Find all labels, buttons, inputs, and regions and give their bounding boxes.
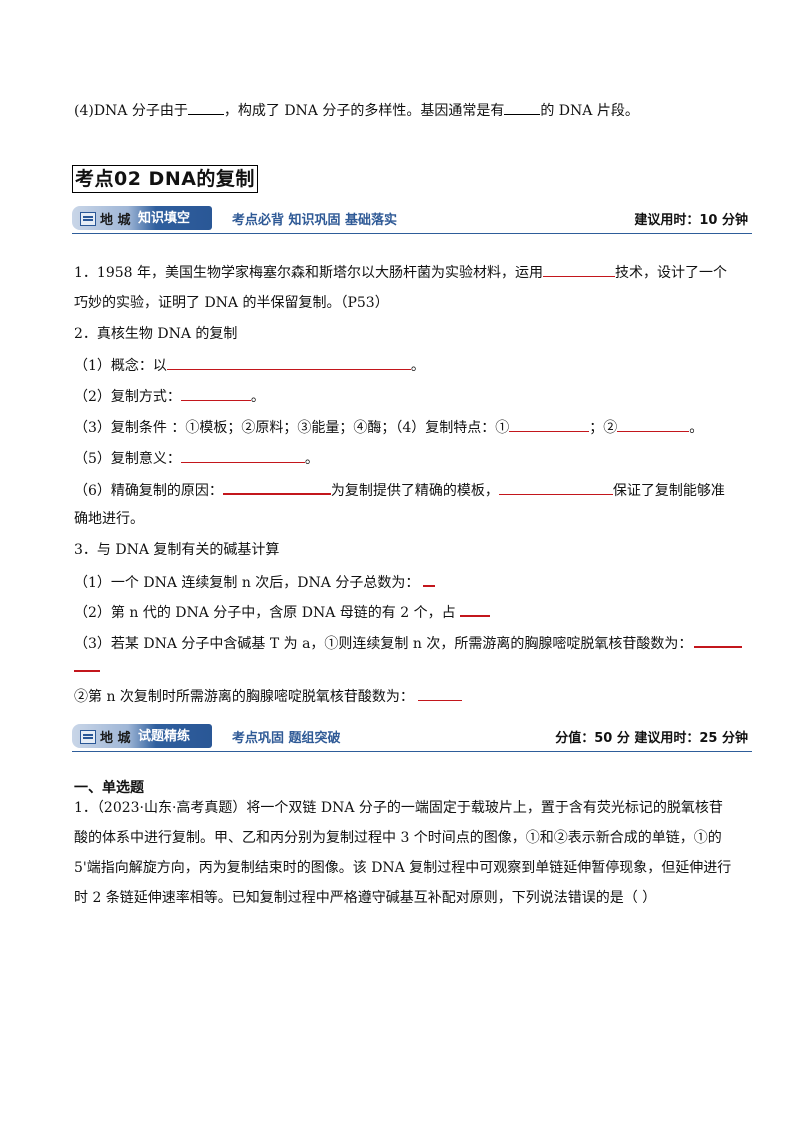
text: （6）精确复制的原因： bbox=[74, 483, 223, 499]
text: （1）一个 DNA 连续复制 n 次后，DNA 分子总数为： bbox=[74, 575, 420, 591]
book-icon bbox=[80, 730, 96, 744]
text: （2）复制方式： bbox=[74, 389, 181, 405]
answer-blank[interactable] bbox=[459, 601, 490, 617]
answer-blank[interactable] bbox=[180, 448, 305, 463]
section-title: 考点02 DNA的复制 bbox=[72, 165, 258, 193]
answer-blank[interactable] bbox=[166, 355, 411, 370]
text: 。 bbox=[304, 451, 319, 467]
banner-tab-brand: 地 城 bbox=[100, 213, 131, 228]
exercise-q1-line4: 时 2 条链延伸速率相等。已知复制过程中严格遵守碱基互补配对原则，下列说法错误的… bbox=[74, 890, 657, 906]
q2-heading: 2．真核生物 DNA 的复制 bbox=[74, 326, 238, 342]
q2-6-line: （6）精确复制的原因： 为复制提供了精确的模板， 保证了复制能够准 bbox=[74, 479, 725, 501]
text: （5）复制意义： bbox=[74, 451, 181, 467]
text: ②第 n 次复制时所需游离的胸腺嘧啶脱氧核苷酸数为： bbox=[74, 689, 414, 705]
q2-6-line2: 确地进行。 bbox=[74, 511, 144, 527]
answer-blank[interactable] bbox=[187, 100, 224, 115]
text: 。 bbox=[689, 420, 704, 436]
banner-rule bbox=[72, 750, 752, 752]
top-item-line: (4)DNA 分子由于 ，构成了 DNA 分子的多样性。基因通常是有 的 DNA 片… bbox=[74, 100, 639, 121]
text: (4)DNA 分子由于 bbox=[74, 103, 188, 119]
text: 。 bbox=[410, 358, 425, 374]
text: 1．1958 年，美国生物学家梅塞尔森和斯塔尔以大肠杆菌为实验材料，运用 bbox=[74, 265, 543, 281]
section-banner-knowledge: 地 城 知识填空 考点必背 知识巩固 基础落实 建议用时：10 分钟 bbox=[72, 204, 752, 234]
text: （3）复制条件 ：①模板；②原料；③能量；④酶；（4）复制特点：① bbox=[74, 420, 510, 436]
answer-blank[interactable] bbox=[498, 480, 613, 495]
q2-1-line: （1）概念：以 。 bbox=[74, 355, 425, 376]
banner-slogan: 考点必背 知识巩固 基础落实 bbox=[232, 213, 398, 228]
banner-time: 建议用时：10 分钟 bbox=[634, 213, 748, 228]
text: ，构成了 DNA 分子的多样性。基因通常是有 bbox=[223, 103, 505, 119]
banner-rule bbox=[72, 232, 752, 234]
answer-blank[interactable] bbox=[617, 417, 690, 432]
answer-blank[interactable] bbox=[504, 100, 541, 115]
banner-tab-label: 试题精练 bbox=[138, 729, 191, 744]
answer-blank[interactable] bbox=[694, 632, 743, 648]
q3-heading: 3．与 DNA 复制有关的碱基计算 bbox=[74, 542, 280, 558]
book-icon bbox=[80, 212, 96, 226]
banner-tab-label: 知识填空 bbox=[138, 211, 191, 226]
answer-blank[interactable] bbox=[180, 386, 251, 401]
q3-1-line: （1）一个 DNA 连续复制 n 次后，DNA 分子总数为： bbox=[74, 571, 436, 593]
answer-blank[interactable] bbox=[423, 571, 436, 587]
q2-3-line: （3）复制条件 ：①模板；②原料；③能量；④酶；（4）复制特点：① ；② 。 bbox=[74, 417, 703, 438]
text: （2）第 n 代的 DNA 分子中，含原 DNA 母链的有 2 个，占 bbox=[74, 605, 456, 621]
banner-tab: 地 城 试题精练 bbox=[72, 724, 212, 748]
q1-line2: 巧妙的实验，证明了 DNA 的半保留复制。（P53） bbox=[74, 295, 389, 311]
answer-blank[interactable] bbox=[543, 262, 615, 277]
q2-5-line: （5）复制意义： 。 bbox=[74, 448, 319, 469]
answer-blank[interactable] bbox=[222, 479, 331, 495]
q2-2-line: （2）复制方式： 。 bbox=[74, 386, 265, 407]
text: 。 bbox=[250, 389, 265, 405]
exercise-heading: 一、单选题 bbox=[74, 780, 144, 796]
banner-score-time: 分值：50 分 建议用时：25 分钟 bbox=[555, 731, 748, 746]
exercise-q1-line3: 5'端指向解旋方向，丙为复制结束时的图像。该 DNA 复制过程中可观察到单链延伸… bbox=[74, 860, 732, 876]
banner-tab-brand: 地 城 bbox=[100, 731, 131, 746]
text: 为复制提供了精确的模板， bbox=[330, 483, 499, 499]
q3-3-overflow bbox=[74, 656, 100, 678]
q1-line1: 1．1958 年，美国生物学家梅塞尔森和斯塔尔以大肠杆菌为实验材料，运用 技术，设… bbox=[74, 262, 727, 283]
q3-2-line: （2）第 n 代的 DNA 分子中，含原 DNA 母链的有 2 个，占 bbox=[74, 601, 490, 623]
answer-blank[interactable] bbox=[417, 686, 462, 701]
text: 技术，设计了一个 bbox=[615, 265, 727, 281]
banner-slogan: 考点巩固 题组突破 bbox=[232, 731, 341, 746]
banner-tab: 地 城 知识填空 bbox=[72, 206, 212, 230]
answer-blank[interactable] bbox=[509, 417, 590, 432]
text: （1）概念：以 bbox=[74, 358, 167, 374]
text: ；② bbox=[589, 420, 618, 436]
q3-3-line: （3）若某 DNA 分子中含碱基 T 为 a，①则连续复制 n 次，所需游离的胸… bbox=[74, 632, 743, 654]
answer-blank[interactable] bbox=[74, 656, 100, 672]
section-banner-exercise: 地 城 试题精练 考点巩固 题组突破 分值：50 分 建议用时：25 分钟 bbox=[72, 722, 752, 752]
exercise-q1-line1: 1．（2023·山东·高考真题）将一个双链 DNA 分子的一端固定于载玻片上，置… bbox=[74, 800, 723, 816]
text: 的 DNA 片段。 bbox=[540, 103, 639, 119]
text: 保证了复制能够准 bbox=[612, 483, 725, 499]
exercise-q1-line2: 酸的体系中进行复制。甲、乙和丙分别为复制过程中 3 个时间点的图像，①和②表示新… bbox=[74, 830, 722, 846]
text: （3）若某 DNA 分子中含碱基 T 为 a，①则连续复制 n 次，所需游离的胸… bbox=[74, 636, 693, 652]
q3-4-line: ②第 n 次复制时所需游离的胸腺嘧啶脱氧核苷酸数为： bbox=[74, 686, 462, 707]
